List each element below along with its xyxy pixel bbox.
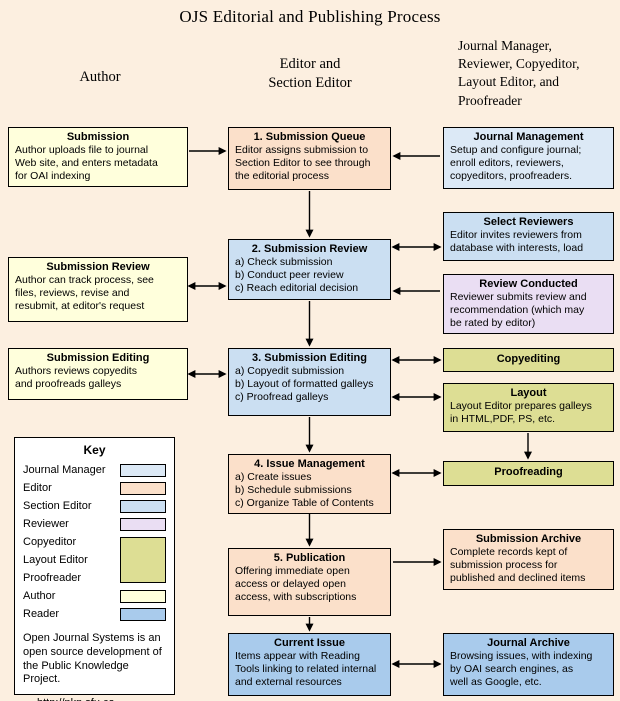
select-reviewers-body: Editor invites reviewers from database w…: [450, 229, 584, 255]
submission-box-body: Author uploads file to journal Web site,…: [15, 144, 158, 183]
journal-management-title: Journal Management: [473, 131, 584, 143]
legend-label: Editor: [23, 482, 52, 494]
submission-review-body: a) Check submission b) Conduct peer revi…: [235, 256, 359, 295]
journal-management-body: Setup and configure journal; enroll edit…: [450, 144, 582, 183]
legend-row-editor: Editor: [23, 479, 166, 497]
legend-label: Layout Editor: [23, 554, 88, 566]
layout-box: Layout Layout Editor prepares galleys in…: [443, 383, 614, 432]
legend-swatch-copyeditor-group: [120, 537, 166, 583]
legend-row-journal-manager: Journal Manager: [23, 461, 166, 479]
column-header-author: Author: [79, 69, 121, 85]
legend-label: Reviewer: [23, 518, 69, 530]
journal-management-box: Journal Management Setup and configure j…: [443, 127, 614, 189]
legend-swatch-journal-manager: [120, 463, 166, 477]
submission-editing-body: a) Copyedit submission b) Layout of form…: [235, 365, 374, 404]
proofreading-title: Proofreading: [494, 466, 563, 478]
legend-row-reviewer: Reviewer: [23, 515, 166, 533]
legend-row-section-editor: Section Editor: [23, 497, 166, 515]
legend-label: Copyeditor: [23, 536, 77, 548]
publication-body: Offering immediate open access or delaye…: [235, 565, 357, 604]
submission-editing-author-title: Submission Editing: [46, 352, 150, 364]
submission-archive-box: Submission Archive Complete records kept…: [443, 529, 614, 590]
legend-key: Key Journal Manager Editor Section Edito…: [14, 437, 175, 701]
submission-queue-title: 1. Submission Queue: [253, 131, 366, 143]
copyediting-box: Copyediting: [443, 348, 614, 372]
issue-management-title: 4. Issue Management: [254, 458, 365, 470]
submission-editing-author-body: Authors reviews copyedits and proofreads…: [15, 365, 137, 391]
legend-swatch-author: [120, 589, 166, 603]
copyediting-title: Copyediting: [496, 353, 561, 365]
submission-archive-title: Submission Archive: [475, 533, 582, 545]
legend-swatch-reviewer: [120, 517, 166, 531]
submission-queue-body: Editor assigns submission to Section Edi…: [235, 144, 371, 183]
select-reviewers-title: Select Reviewers: [483, 216, 574, 228]
current-issue-box: Current Issue Items appear with Reading …: [228, 633, 391, 696]
legend-label: Journal Manager: [23, 464, 106, 476]
issue-management-box: 4. Issue Management a) Create issues b) …: [228, 454, 391, 515]
issue-management-body: a) Create issues b) Schedule submissions…: [235, 471, 374, 510]
review-conducted-body: Reviewer submits review and recommendati…: [450, 291, 587, 330]
submission-editing-author-box: Submission Editing Authors reviews copye…: [8, 348, 188, 400]
publication-box: 5. Publication Offering immediate open a…: [228, 548, 391, 616]
proofreading-box: Proofreading: [443, 461, 614, 486]
review-conducted-box: Review Conducted Reviewer submits review…: [443, 274, 614, 335]
submission-editing-box: 3. Submission Editing a) Copyedit submis…: [228, 348, 391, 416]
submission-editing-title: 3. Submission Editing: [252, 352, 367, 364]
legend-swatch-editor: [120, 481, 166, 495]
submission-box-title: Submission: [66, 131, 130, 143]
journal-archive-title: Journal Archive: [487, 637, 570, 649]
submission-review-author-title: Submission Review: [46, 261, 150, 273]
column-header-editor: Editor and Section Editor: [268, 56, 352, 91]
legend-label: Section Editor: [23, 500, 92, 512]
submission-box: Submission Author uploads file to journa…: [8, 127, 188, 188]
layout-title: Layout: [510, 387, 547, 399]
legend-group-copyeditor: Copyeditor Layout Editor Proofreader: [23, 533, 166, 587]
column-header-manager-roles: Journal Manager, Reviewer, Copyeditor, L…: [458, 38, 580, 108]
journal-archive-body: Browsing issues, with indexing by OAI se…: [450, 650, 593, 689]
submission-review-author-body: Author can track process, see files, rev…: [15, 274, 154, 313]
layout-body: Layout Editor prepares galleys in HTML,P…: [450, 400, 592, 426]
submission-review-title: 2. Submission Review: [251, 243, 368, 255]
submission-archive-body: Complete records kept of submission proc…: [450, 546, 586, 585]
legend-swatch-section-editor: [120, 499, 166, 513]
legend-row-author: Author: [23, 587, 166, 605]
legend-swatch-reader: [120, 607, 166, 621]
legend-label: Reader: [23, 608, 60, 620]
select-reviewers-box: Select Reviewers Editor invites reviewer…: [443, 212, 614, 261]
legend-note: Open Journal Systems is an open source d…: [23, 632, 162, 686]
current-issue-title: Current Issue: [274, 637, 345, 649]
submission-review-author-box: Submission Review Author can track proce…: [8, 257, 188, 322]
submission-queue-box: 1. Submission Queue Editor assigns submi…: [228, 127, 391, 190]
submission-review-box: 2. Submission Review a) Check submission…: [228, 239, 391, 300]
diagram-title: OJS Editorial and Publishing Process: [179, 7, 441, 26]
legend-url: http://pkp.sfu.ca: [37, 697, 166, 701]
publication-title: 5. Publication: [273, 552, 346, 564]
legend-label: Proofreader: [23, 572, 82, 584]
current-issue-body: Items appear with Reading Tools linking …: [235, 650, 377, 689]
journal-archive-box: Journal Archive Browsing issues, with in…: [443, 633, 614, 696]
review-conducted-title: Review Conducted: [479, 278, 578, 290]
legend-row-reader: Reader: [23, 605, 166, 623]
legend-title: Key: [83, 443, 106, 457]
legend-label: Author: [23, 590, 56, 602]
